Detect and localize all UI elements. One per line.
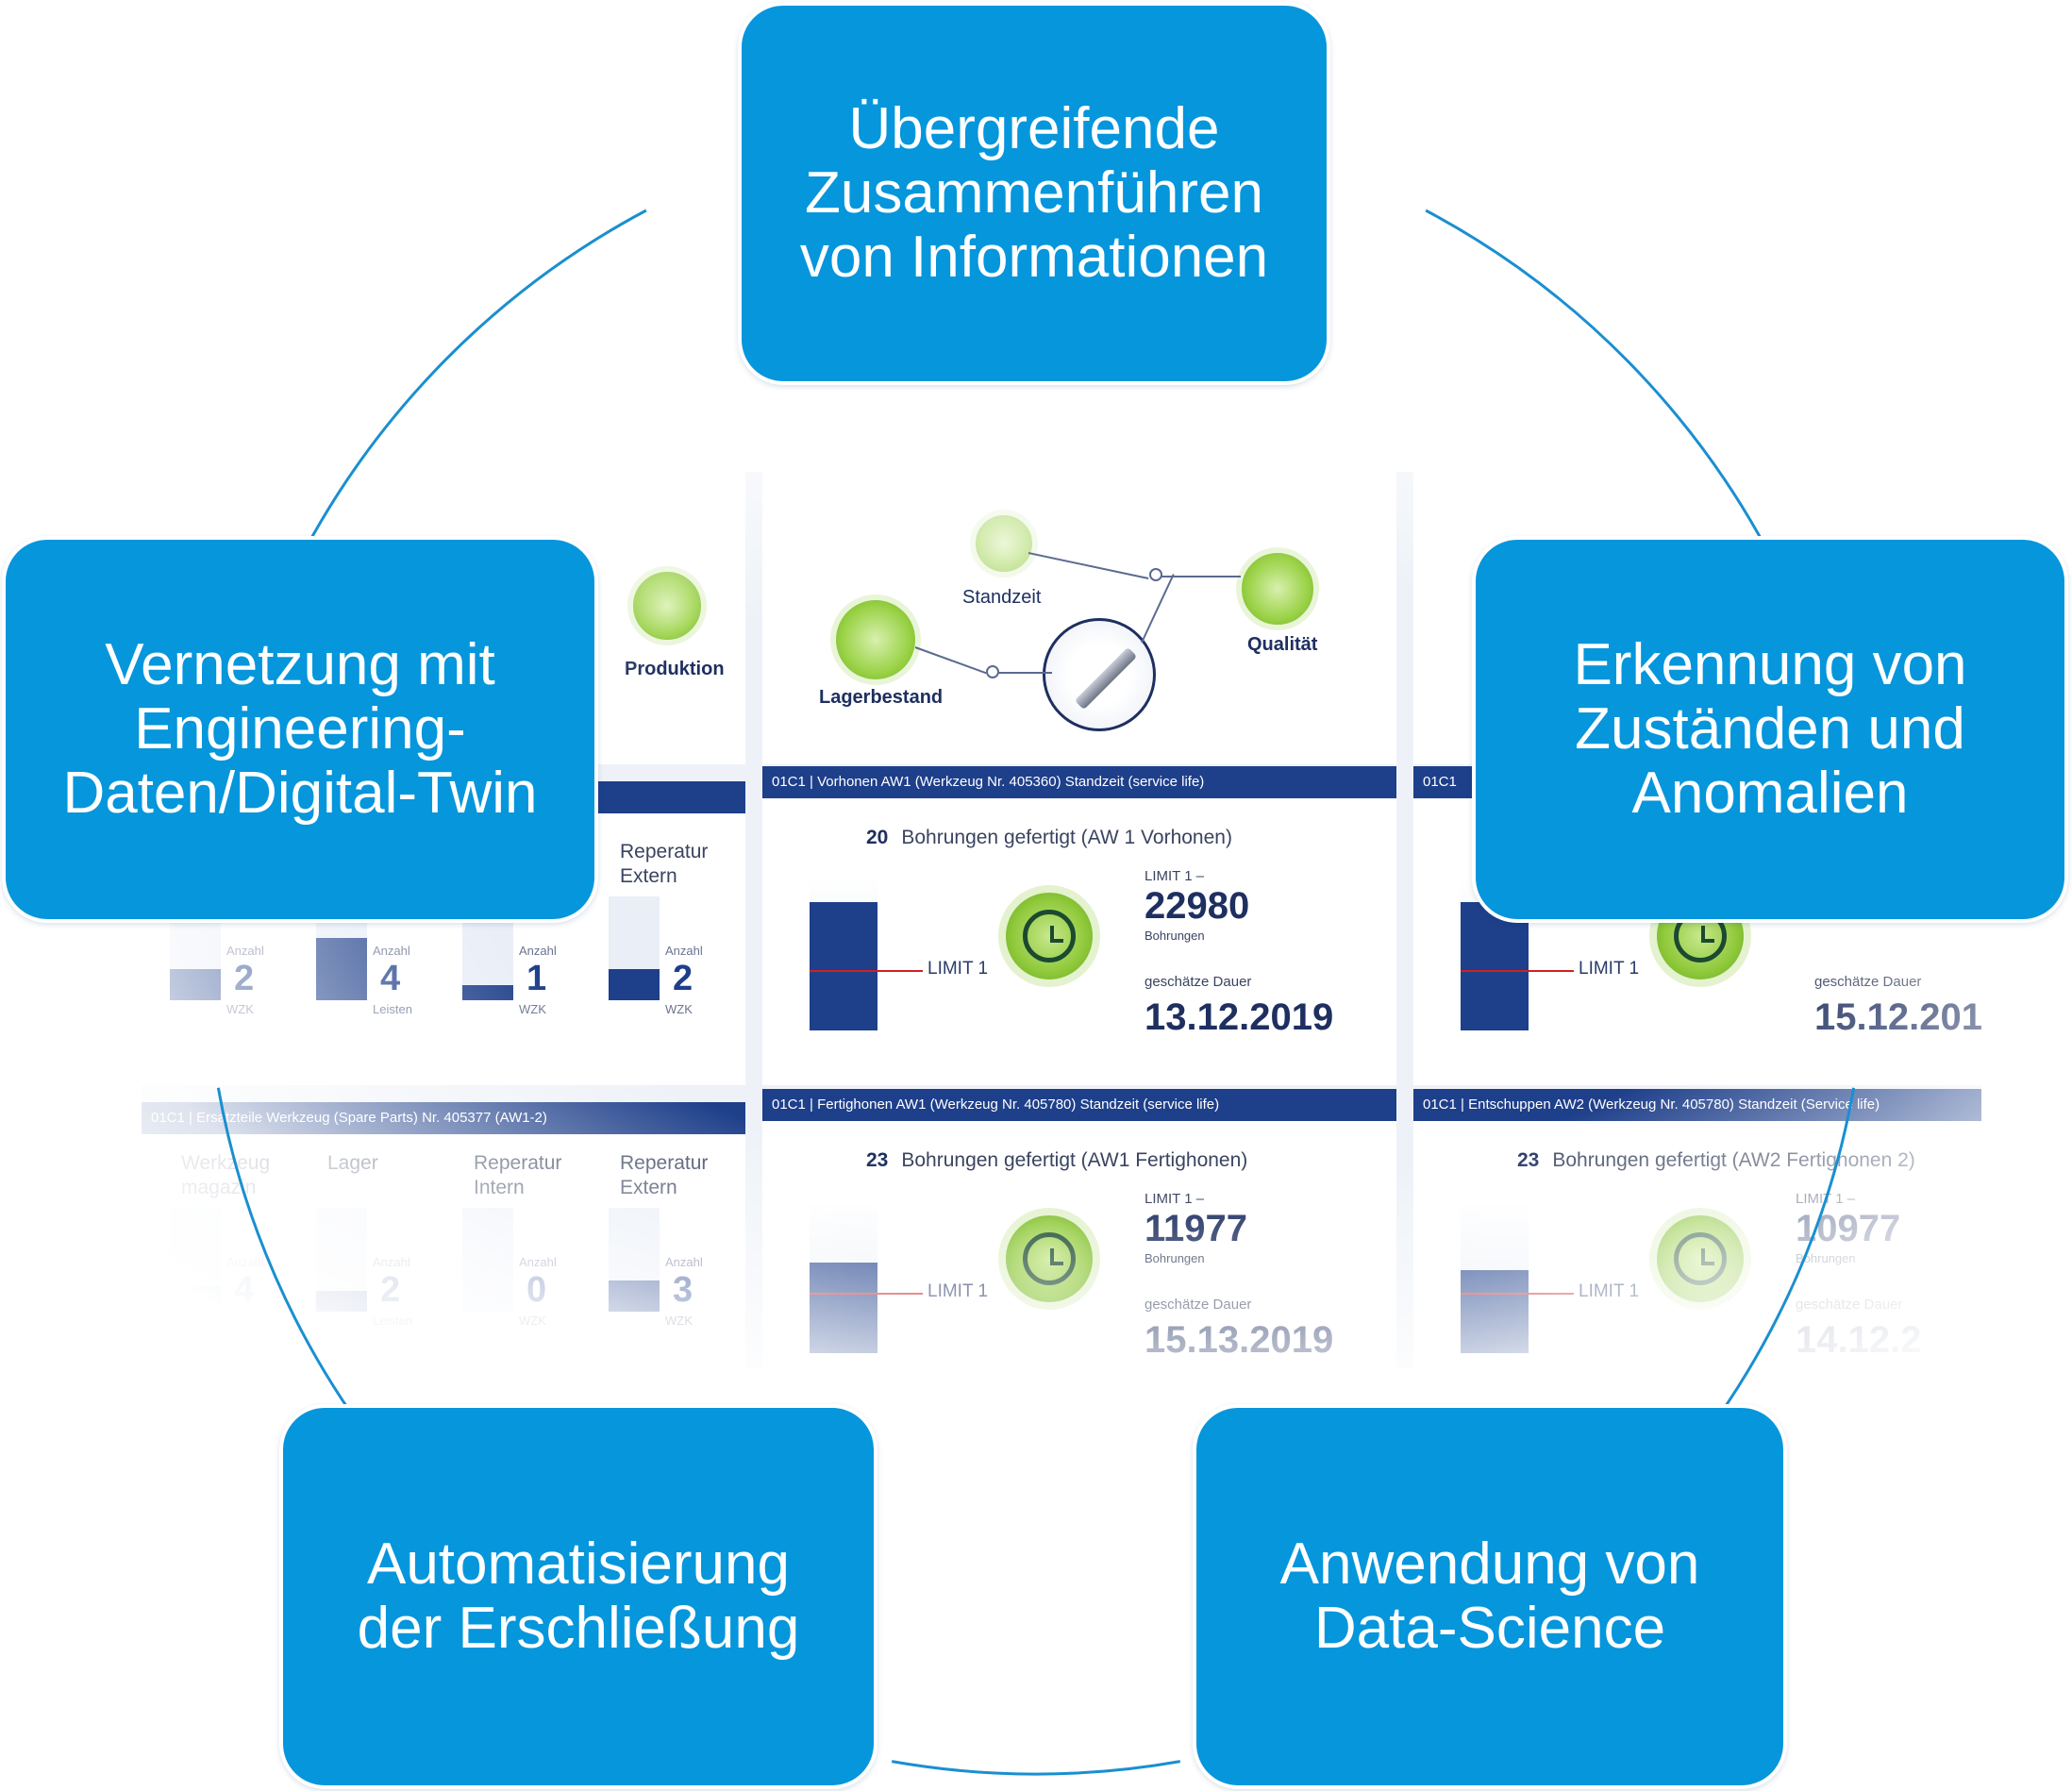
box-informationen: Übergreifende Zusammenführen von Informa…	[738, 2, 1330, 385]
box-anomalien-text: Erkennung von Zuständen und Anomalien	[1573, 632, 1967, 826]
box-erschliessung-text: Automatisierung der Erschließung	[357, 1532, 800, 1661]
ring-arc	[891, 1760, 1181, 1776]
box-erschliessung: Automatisierung der Erschließung	[279, 1404, 877, 1789]
box-informationen-text: Übergreifende Zusammenführen von Informa…	[799, 96, 1269, 290]
box-digital-twin-text: Vernetzung mit Engineering- Daten/Digita…	[62, 632, 538, 826]
box-data-science: Anwendung von Data-Science	[1193, 1404, 1787, 1789]
ring-arc	[1425, 209, 1790, 594]
box-digital-twin: Vernetzung mit Engineering- Daten/Digita…	[2, 536, 598, 923]
ring-arc	[282, 209, 647, 594]
box-data-science-text: Anwendung von Data-Science	[1279, 1532, 1700, 1661]
box-anomalien: Erkennung von Zuständen und Anomalien	[1472, 536, 2068, 923]
